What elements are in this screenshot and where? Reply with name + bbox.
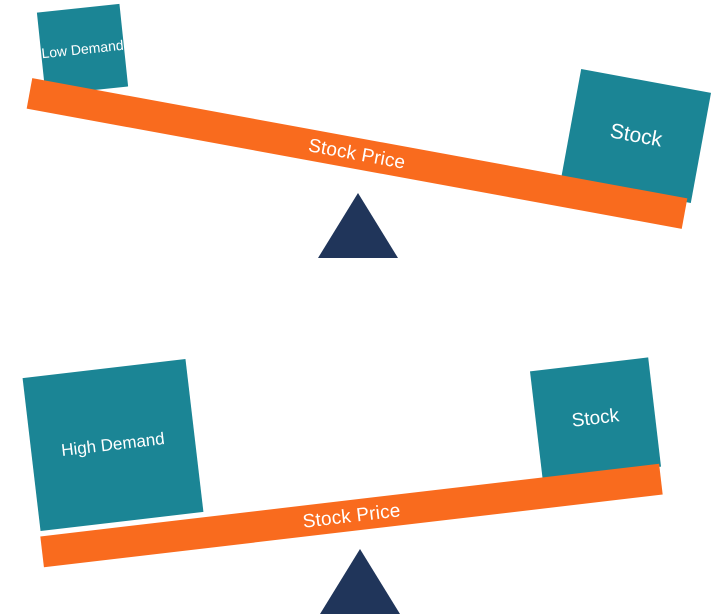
- weight-box-high-demand-label: High Demand: [60, 428, 166, 460]
- balance-scale-high-demand: High Demand Stock Stock Price: [0, 304, 726, 614]
- weight-box-low-demand-label: Low Demand: [40, 36, 125, 62]
- balance-scale-low-demand: Low Demand Stock Stock Price: [0, 0, 726, 304]
- weight-box-stock-lower: Stock: [529, 357, 662, 481]
- fulcrum-triangle-upper: [318, 193, 398, 258]
- weight-box-stock-lower-label: Stock: [570, 405, 621, 432]
- fulcrum-triangle-lower: [320, 549, 400, 614]
- weight-box-stock-upper-label: Stock: [608, 119, 665, 152]
- weight-box-high-demand: High Demand: [22, 358, 204, 532]
